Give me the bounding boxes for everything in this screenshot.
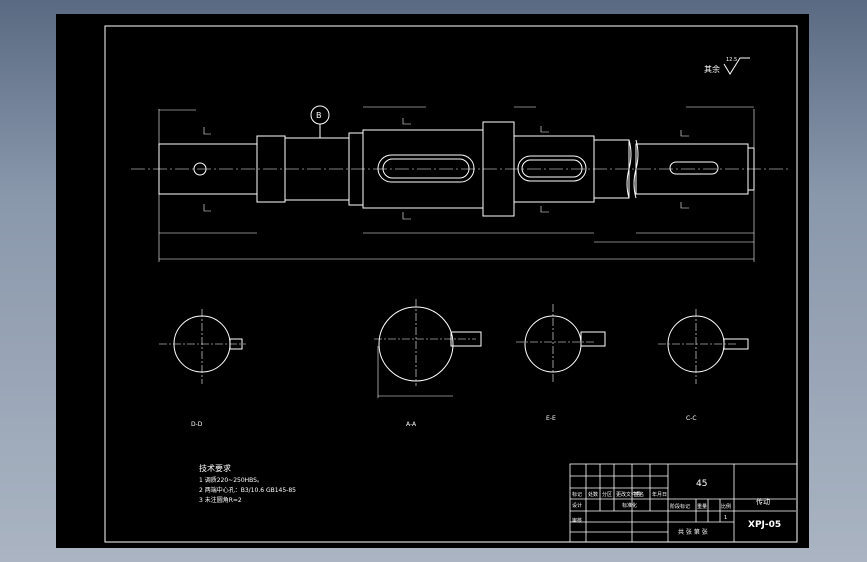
title-row-label-4: 更改文件号 [616, 491, 641, 498]
roughness-symbol-icon [723, 57, 750, 75]
title-row-label-6: 年月日 [652, 491, 667, 498]
roughness-note: 其余 12.5 [704, 57, 750, 75]
designer-label: 设计 [572, 502, 582, 509]
title-row-label-1: 标记 [572, 491, 582, 498]
drawing-sheet: 其余 12.5 [56, 14, 809, 548]
tech-req-item-3: 3 未注圆角R=2 [199, 496, 242, 504]
section-d [159, 309, 246, 384]
title-row-label-3: 分区 [602, 491, 612, 498]
datum-b-marker: B [310, 105, 330, 138]
title-block [569, 463, 798, 543]
datum-b-label: B [316, 111, 322, 120]
section-c [658, 309, 749, 384]
tech-req-title: 技术要求 [199, 463, 231, 473]
footer-text: 共 张 第 张 [678, 528, 708, 536]
section-a [374, 299, 482, 398]
standardizer-label: 标准化 [622, 502, 637, 509]
material-value: 45 [696, 479, 707, 489]
drawing-frame [104, 25, 798, 543]
roughness-value: 12.5 [726, 57, 737, 63]
title-row-label-5: 签名 [634, 491, 644, 498]
section-e [516, 304, 606, 384]
roughness-note-text: 其余 [704, 64, 720, 74]
reviewer-label: 审核 [572, 517, 582, 524]
scale-label: 比例 [721, 503, 731, 510]
weight-label: 重量 [697, 503, 707, 510]
shaft-drawing: 其余 12.5 [104, 25, 798, 543]
tech-req-item-2: 2 两端中心孔：B3/10.6 GB145-85 [199, 486, 296, 494]
dimension-lines [158, 106, 755, 262]
section-c-label: C-C [686, 415, 697, 422]
scale-value: 1 [724, 515, 727, 521]
section-a-label: A-A [406, 421, 417, 428]
tech-req-item-1: 1 调质220~250HBS。 [199, 476, 263, 484]
part-name: 传动 [756, 497, 770, 506]
title-block-text: 标记 处数 分区 更改文件号 签名 年月日 设计 标准化 审核 45 传动 阶段… [572, 479, 781, 536]
title-row-label-2: 处数 [588, 491, 598, 498]
shaft-main-view [131, 121, 791, 217]
technical-requirements: 技术要求 1 调质220~250HBS。 2 两端中心孔：B3/10.6 GB1… [199, 463, 296, 504]
section-e-label: E-E [546, 415, 556, 422]
drawing-number: XPJ-05 [748, 520, 781, 530]
stage-label: 阶段标记 [670, 503, 690, 510]
section-d-label: D-D [191, 421, 203, 428]
